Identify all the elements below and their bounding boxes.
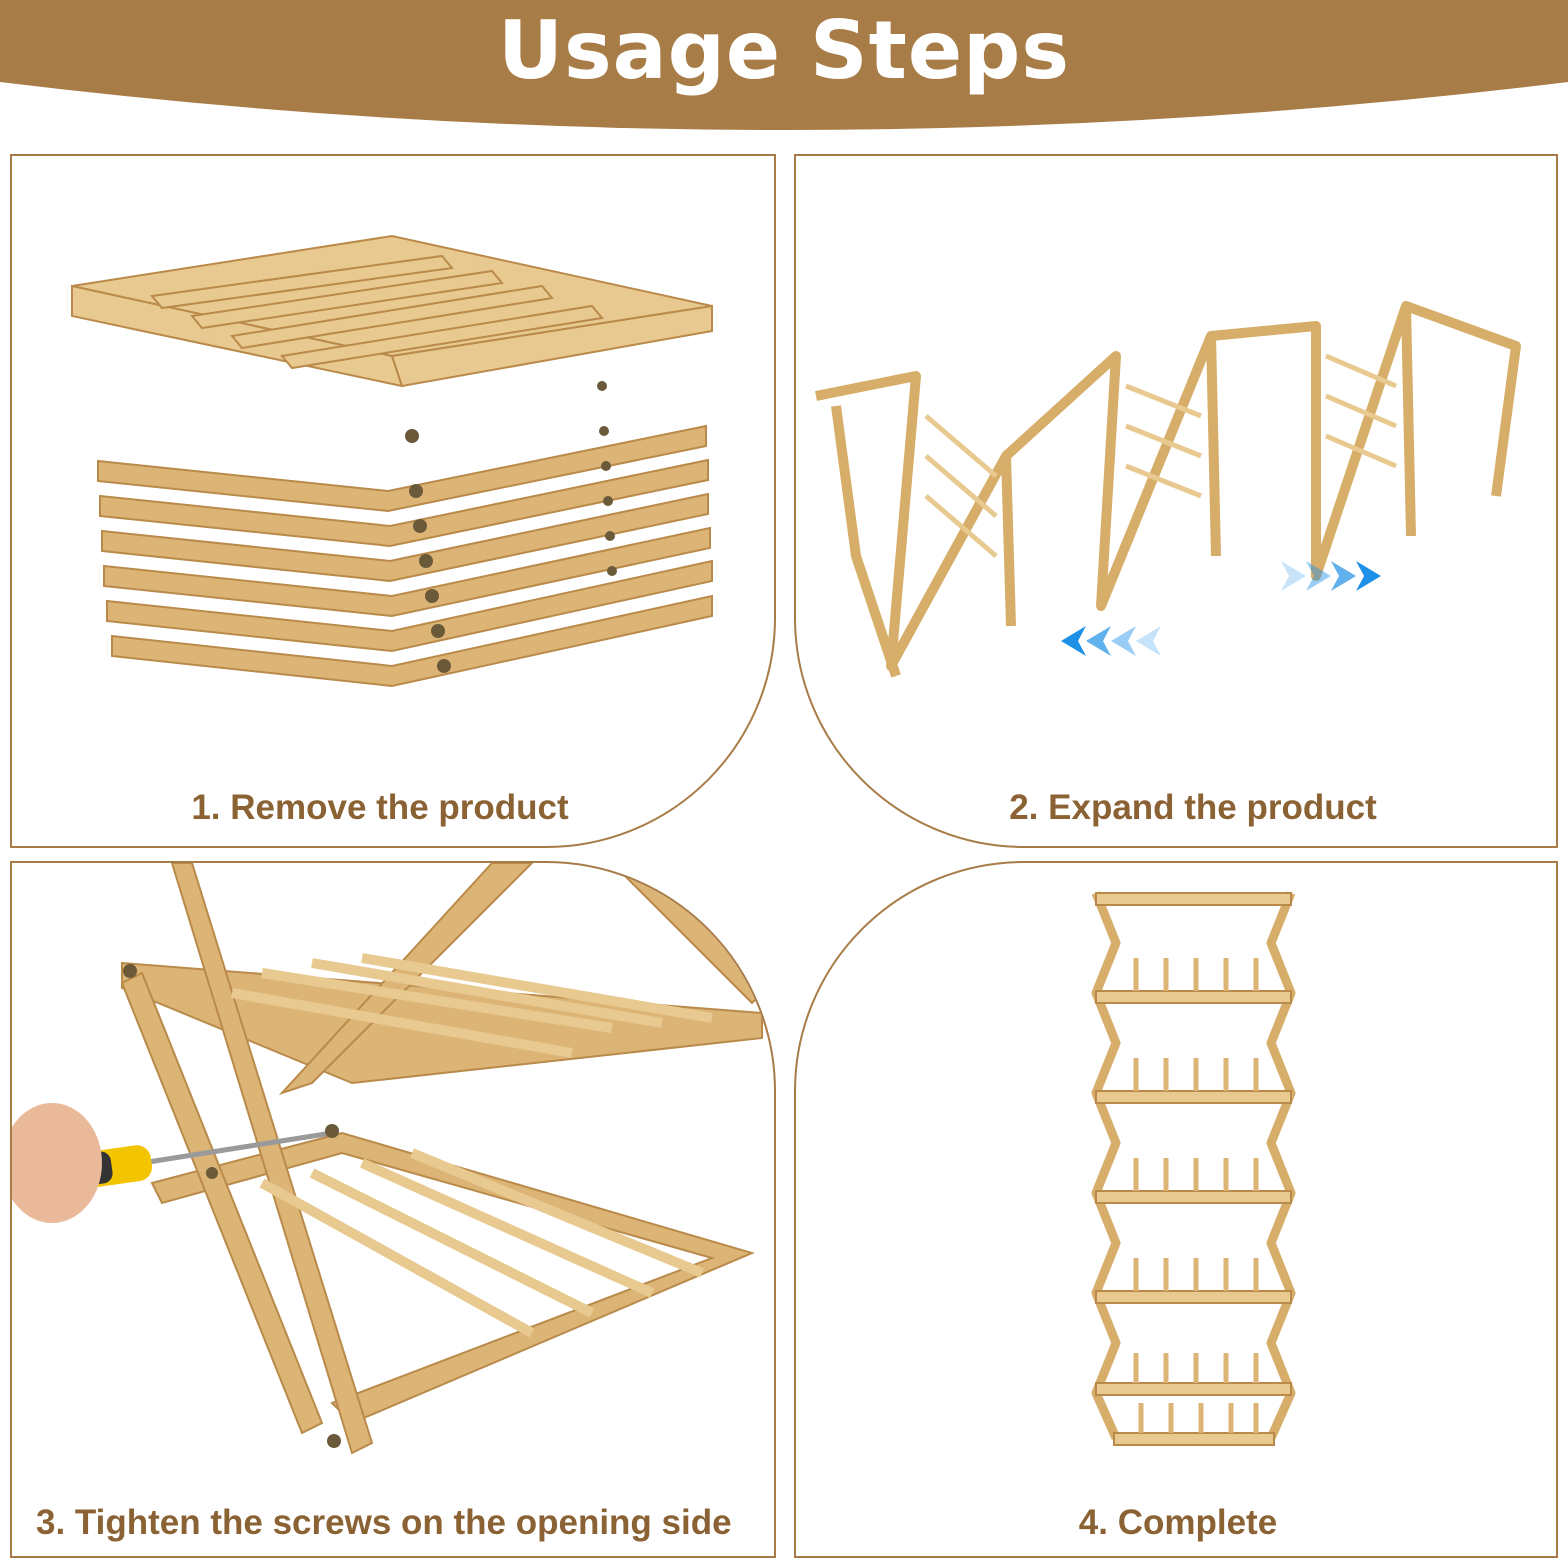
- completed-rack-image: [1091, 891, 1296, 1446]
- header-banner: Usage Steps: [0, 0, 1568, 132]
- tighten-screws-image: [12, 863, 774, 1455]
- step-2-caption: 2. Expand the product: [1009, 788, 1377, 827]
- step-2-panel: 2. Expand the product: [794, 154, 1558, 848]
- step-4-panel: 4. Complete: [794, 861, 1558, 1558]
- folded-rack-image: [71, 234, 713, 688]
- step-4-caption: 4. Complete: [1078, 1503, 1278, 1542]
- step-1-caption: 1. Remove the product: [191, 788, 569, 827]
- banner-shape: [0, 0, 1568, 130]
- arrow-right-icon: [1281, 561, 1381, 591]
- step-3-panel: 3. Tighten the screws on the opening sid…: [10, 861, 776, 1558]
- screwdriver-icon: [12, 1103, 333, 1223]
- step-1-panel: 1. Remove the product: [10, 154, 776, 848]
- step-3-caption: 3. Tighten the screws on the opening sid…: [36, 1503, 732, 1542]
- expanding-rack-image: [815, 301, 1521, 678]
- page-title: Usage Steps: [498, 3, 1070, 97]
- arrow-left-icon: [1061, 626, 1161, 656]
